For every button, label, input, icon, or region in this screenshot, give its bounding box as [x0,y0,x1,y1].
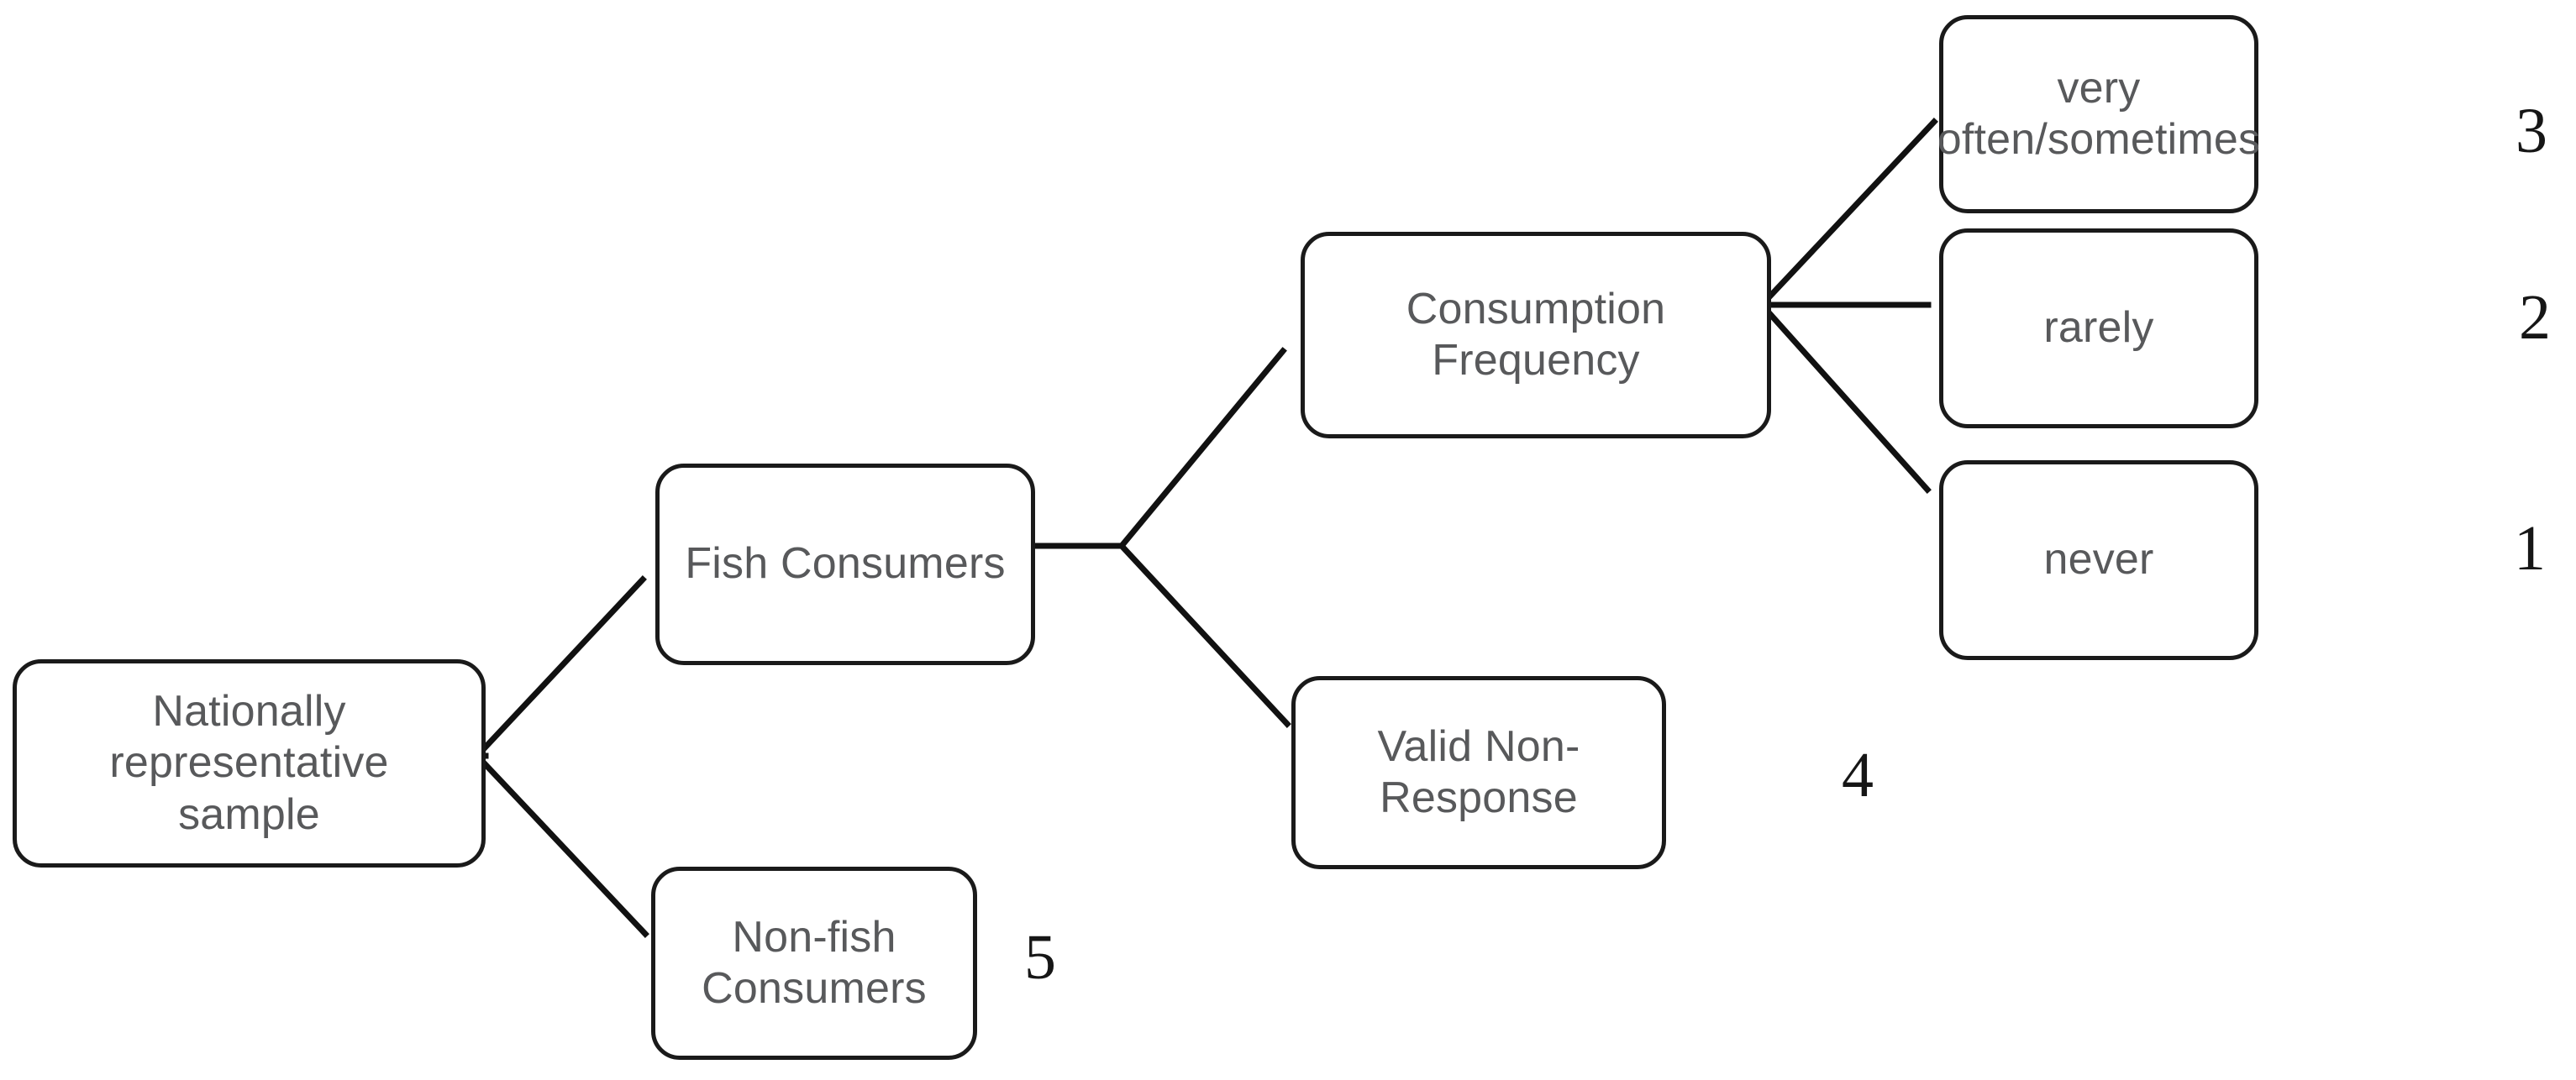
edge-fish-to-frequency [1032,347,1287,549]
node-label: Non-fish Consumers [702,912,927,1013]
tag-code-5: 5 [1024,922,1056,993]
tag-code-2: 2 [2519,282,2551,353]
node-label: Nationally representative sample [109,686,389,839]
node-rarely[interactable]: rarely [1939,228,2258,428]
node-nationally-representative-sample[interactable]: Nationally representative sample [13,659,486,868]
node-label: Fish Consumers [685,539,1006,589]
node-consumption-frequency[interactable]: Consumption Frequency [1301,232,1771,438]
tag-code-3: 3 [2516,96,2547,166]
node-non-fish-consumers[interactable]: Non-fish Consumers [651,867,977,1060]
edge-fish-to-valid-nonresp [1117,542,1291,728]
edge-root-to-non-fish [473,752,649,938]
tag-code-4: 4 [1842,740,1874,810]
node-fish-consumers[interactable]: Fish Consumers [655,464,1035,665]
tag-code-1: 1 [2514,513,2546,584]
edge-frequency-to-very-often [1754,118,1938,308]
node-label: Consumption Frequency [1406,284,1666,385]
node-label: Valid Non-Response [1377,721,1580,822]
edge-root-to-fish [470,575,647,759]
node-never[interactable]: never [1939,460,2258,660]
node-very-often-sometimes[interactable]: very often/sometimes [1937,15,2260,213]
node-label: rarely [2043,303,2154,353]
node-label: very often/sometimes [1937,63,2261,164]
edge-frequency-to-never [1758,301,1932,494]
node-label: never [2043,535,2154,585]
node-valid-non-response[interactable]: Valid Non-Response [1291,676,1666,869]
